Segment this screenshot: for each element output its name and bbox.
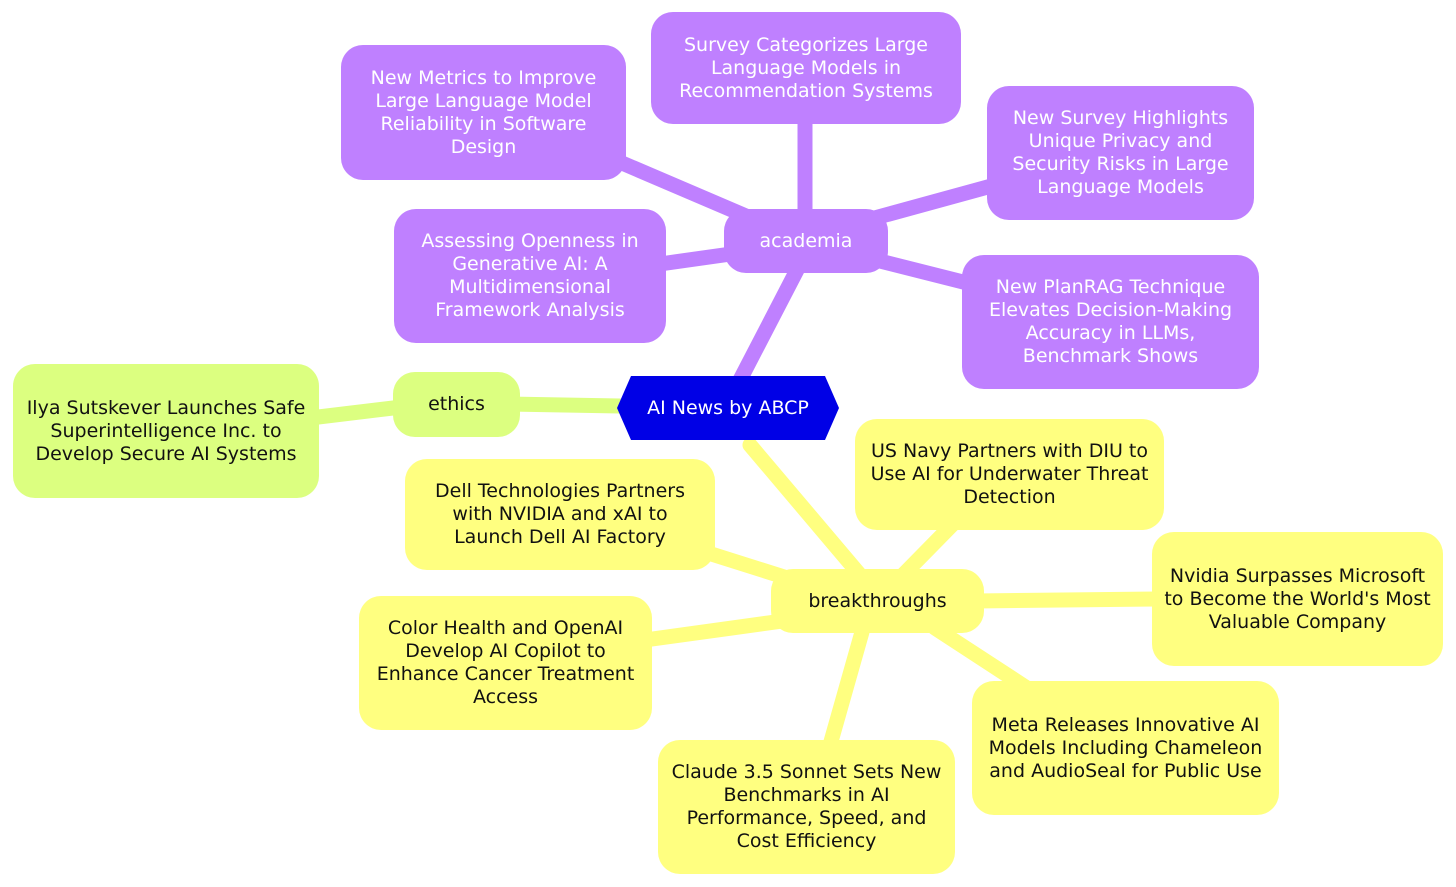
- root-node[interactable]: AI News by ABCP: [617, 376, 839, 440]
- edge-br-meta: [927, 620, 1038, 698]
- breakthrough-nvidia[interactable]: Nvidia Surpasses Microsoft to Become the…: [1152, 532, 1443, 666]
- edge-br-nvidia: [967, 591, 1168, 609]
- branch-breakthroughs-label: breakthroughs: [808, 589, 947, 612]
- academia-privacy-survey-text: New Survey Highlights Unique Privacy and…: [1012, 107, 1229, 198]
- branch-ethics-label: ethics: [428, 393, 485, 415]
- breakthrough-nvidia-text: Nvidia Surpasses Microsoft to Become the…: [1164, 564, 1431, 633]
- breakthrough-dell[interactable]: Dell Technologies Partners with NVIDIA a…: [405, 459, 715, 570]
- breakthrough-color-health-text: Color Health and OpenAI Develop AI Copil…: [376, 617, 635, 708]
- academia-new-metrics[interactable]: New Metrics to Improve Large Language Mo…: [341, 45, 626, 180]
- ethics-ilya-sutskever-text: Ilya Sutskever Launches Safe Superintell…: [26, 396, 306, 465]
- branch-academia[interactable]: academia: [724, 209, 888, 273]
- breakthrough-meta-text: Meta Releases Innovative AI Models Inclu…: [988, 713, 1263, 782]
- breakthrough-color-health[interactable]: Color Health and OpenAI Develop AI Copil…: [359, 596, 652, 730]
- branch-academia-label: academia: [759, 229, 853, 252]
- edge-root-academia: [732, 262, 805, 388]
- breakthrough-meta[interactable]: Meta Releases Innovative AI Models Inclu…: [972, 681, 1279, 815]
- ethics-ilya-sutskever[interactable]: Ilya Sutskever Launches Safe Superintell…: [13, 364, 319, 498]
- academia-privacy-survey[interactable]: New Survey Highlights Unique Privacy and…: [987, 86, 1254, 220]
- academia-survey-recommendation[interactable]: Survey Categorizes Large Language Models…: [651, 12, 961, 124]
- breakthrough-us-navy[interactable]: US Navy Partners with DIU to Use AI for …: [855, 419, 1164, 530]
- root-label: AI News by ABCP: [647, 396, 809, 419]
- edge-br-navy: [892, 514, 963, 586]
- branch-breakthroughs[interactable]: breakthroughs: [771, 569, 984, 633]
- academia-openness-text: Assessing Openness in Generative AI: A M…: [421, 230, 639, 321]
- breakthrough-dell-text: Dell Technologies Partners with NVIDIA a…: [435, 480, 685, 548]
- edge-root-ethics: [497, 396, 628, 414]
- academia-planrag-text: New PlanRAG Technique Elevates Decision-…: [988, 276, 1233, 367]
- breakthrough-us-navy-text: US Navy Partners with DIU to Use AI for …: [870, 440, 1149, 508]
- academia-openness[interactable]: Assessing Openness in Generative AI: A M…: [394, 209, 666, 343]
- breakthrough-claude-text: Claude 3.5 Sonnet Sets New Benchmarks in…: [671, 761, 942, 852]
- edge-br-color: [637, 612, 798, 648]
- breakthrough-claude[interactable]: Claude 3.5 Sonnet Sets New Benchmarks in…: [658, 740, 955, 874]
- academia-new-metrics-text: New Metrics to Improve Large Language Mo…: [370, 66, 597, 158]
- academia-planrag[interactable]: New PlanRAG Technique Elevates Decision-…: [962, 255, 1259, 389]
- edge-br-claude: [822, 624, 870, 753]
- academia-survey-recommendation-text: Survey Categorizes Large Language Models…: [679, 33, 933, 102]
- branch-ethics[interactable]: ethics: [393, 372, 520, 437]
- edge-root-breakthroughs: [742, 437, 868, 583]
